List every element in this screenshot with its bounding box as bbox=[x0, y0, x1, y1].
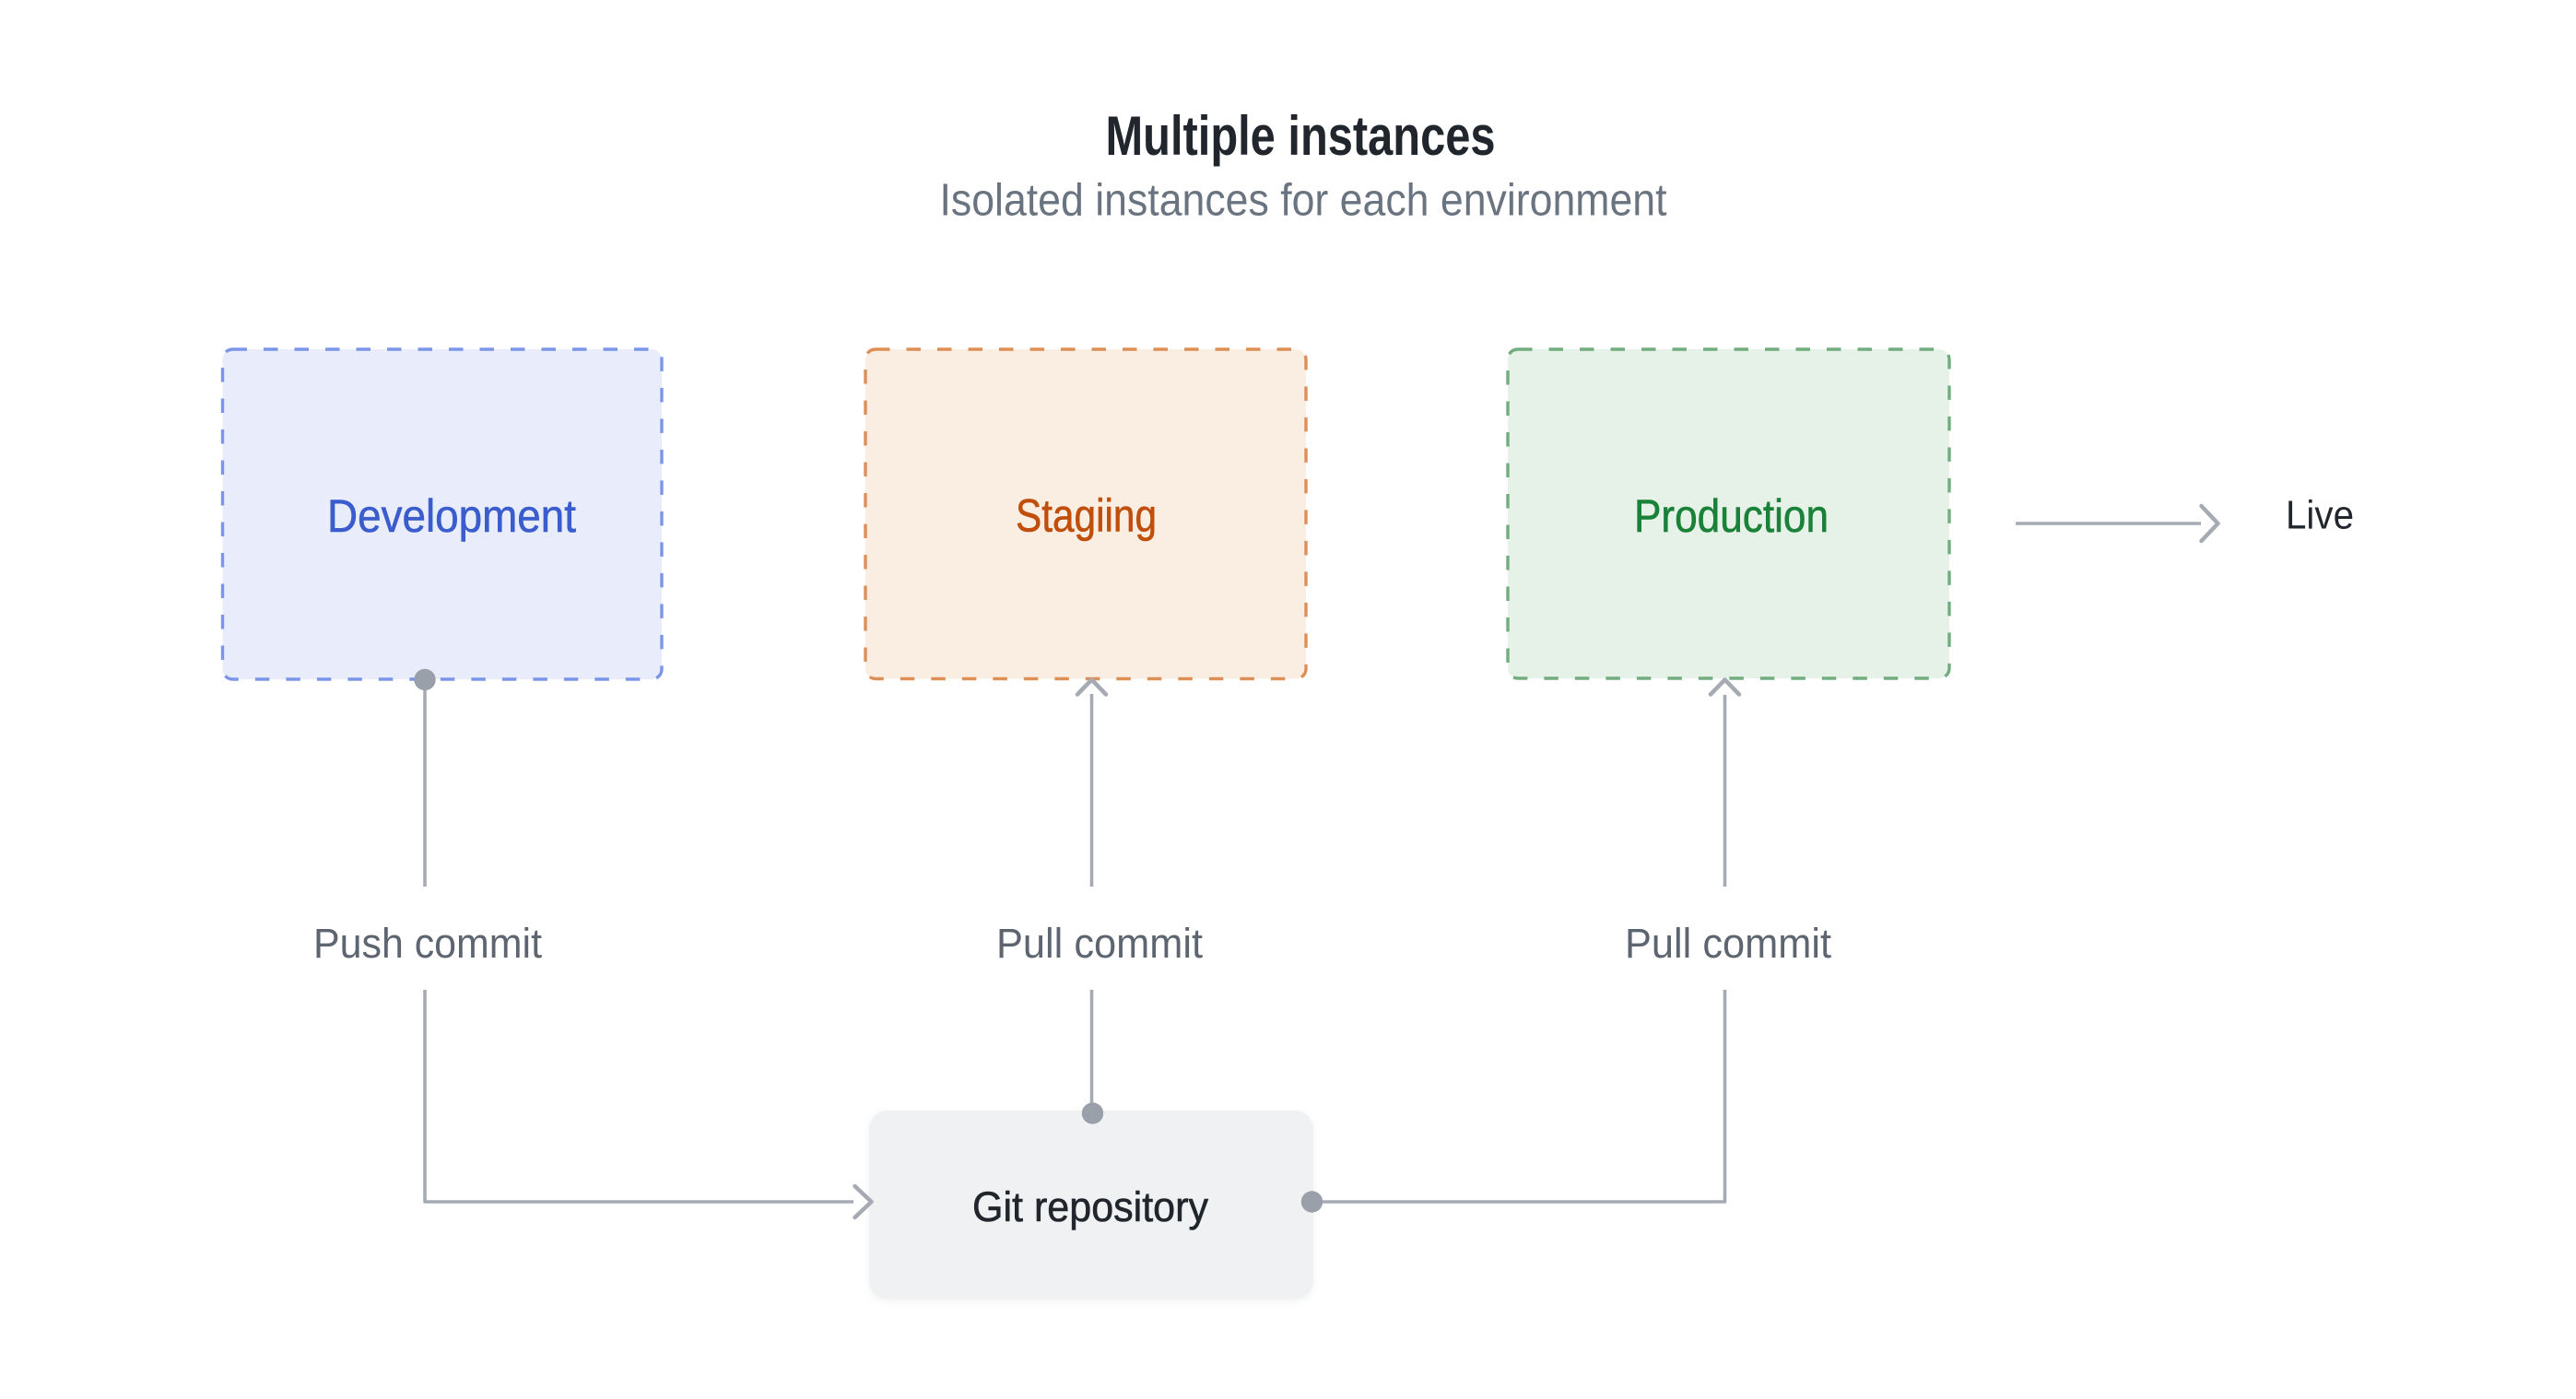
svg-text:Pull commit: Pull commit bbox=[1625, 920, 1831, 967]
svg-text:Isolated instances for each en: Isolated instances for each environment bbox=[940, 176, 1667, 226]
svg-text:Development: Development bbox=[327, 490, 576, 542]
svg-text:Live: Live bbox=[2286, 493, 2354, 538]
svg-text:Git repository: Git repository bbox=[972, 1183, 1208, 1230]
svg-text:Stagiing: Stagiing bbox=[1016, 490, 1157, 542]
svg-text:Production: Production bbox=[1634, 490, 1829, 542]
svg-text:Multiple instances: Multiple instances bbox=[1106, 105, 1496, 167]
svg-text:Pull commit: Pull commit bbox=[996, 920, 1203, 967]
svg-text:Push commit: Push commit bbox=[313, 920, 542, 967]
